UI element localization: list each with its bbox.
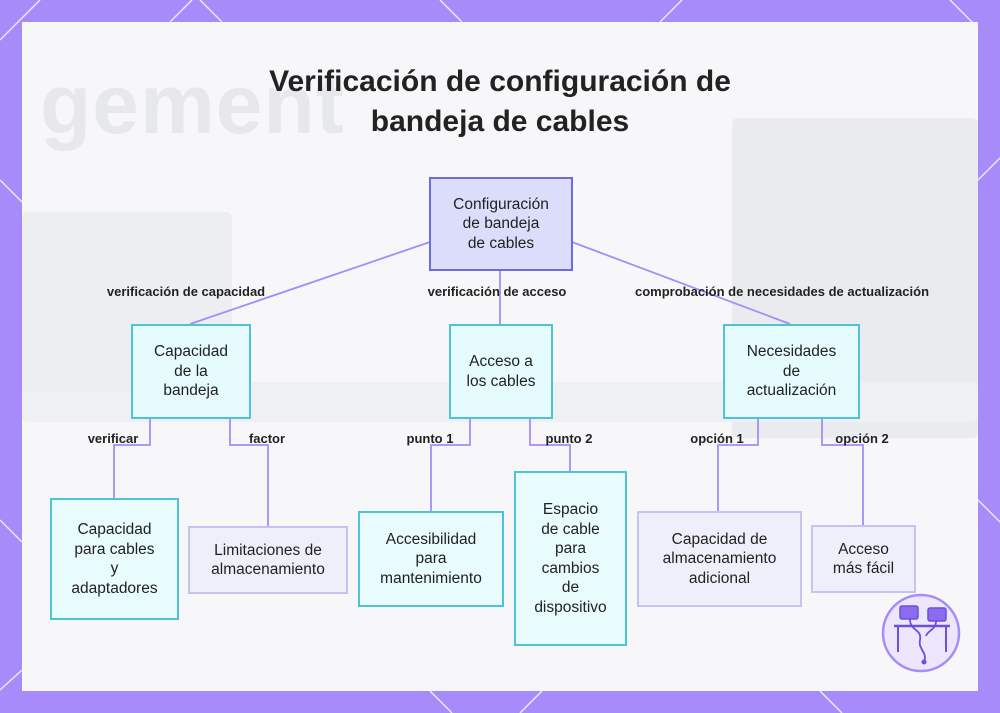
node-acceso-cables[interactable]: Acceso a los cables bbox=[449, 324, 553, 419]
edge-root-necesidades bbox=[571, 241, 791, 325]
node-espacio-cable-cambios[interactable]: Espacio de cable para cambios de disposi… bbox=[514, 471, 627, 646]
diagram-title: Verificación de configuración de bandeja… bbox=[22, 62, 978, 142]
edge-label-opcion-1: opción 1 bbox=[690, 431, 744, 446]
edge-acceso-punto2 bbox=[529, 418, 571, 472]
node-acceso-cables-label: Acceso a los cables bbox=[466, 353, 536, 390]
edge-label-verificar: verificar bbox=[87, 431, 139, 446]
node-capacidad-almacenamiento-adicional-label: Capacidad de almacenamiento adicional bbox=[662, 530, 777, 587]
node-capacidad-almacenamiento-adicional[interactable]: Capacidad de almacenamiento adicional bbox=[637, 511, 802, 607]
node-necesidades-actualizacion-label: Necesidades de actualización bbox=[746, 343, 837, 400]
node-acceso-mas-facil-label: Acceso más fácil bbox=[832, 540, 895, 578]
edge-label-factor: factor bbox=[248, 431, 286, 446]
node-limitaciones-almacenamiento-label: Limitaciones de almacenamiento bbox=[211, 541, 325, 579]
node-capacidad-cables-adaptadores-label: Capacidad para cables y adaptadores bbox=[71, 521, 158, 597]
node-acceso-mas-facil[interactable]: Acceso más fácil bbox=[811, 525, 916, 593]
edge-label-punto-2: punto 2 bbox=[545, 431, 593, 446]
node-limitaciones-almacenamiento[interactable]: Limitaciones de almacenamiento bbox=[188, 526, 348, 594]
edge-label-comprobacion-necesidades: comprobación de necesidades de actualiza… bbox=[634, 284, 930, 299]
node-capacidad-bandeja[interactable]: Capacidad de la bandeja bbox=[131, 324, 251, 419]
title-line-2: bandeja de cables bbox=[370, 105, 630, 138]
edge-label-punto-1: punto 1 bbox=[406, 431, 454, 446]
node-accesibilidad-mantenimiento[interactable]: Accesibilidad para mantenimiento bbox=[358, 511, 504, 607]
node-capacidad-bandeja-label: Capacidad de la bandeja bbox=[153, 343, 229, 400]
edge-necesidades-opcion1 bbox=[717, 418, 759, 512]
desk-workstation-icon bbox=[881, 593, 961, 673]
node-necesidades-actualizacion[interactable]: Necesidades de actualización bbox=[723, 324, 860, 419]
node-accesibilidad-mantenimiento-label: Accesibilidad para mantenimiento bbox=[380, 530, 482, 587]
node-root-label: Configuración de bandeja de cables bbox=[453, 195, 549, 252]
node-capacidad-cables-adaptadores[interactable]: Capacidad para cables y adaptadores bbox=[50, 498, 179, 620]
background-blur-text: gement bbox=[40, 57, 345, 151]
edge-root-capacidad bbox=[189, 241, 431, 325]
node-espacio-cable-cambios-label: Espacio de cable para cambios de disposi… bbox=[534, 501, 607, 616]
edge-label-opcion-2: opción 2 bbox=[835, 431, 889, 446]
edge-label-verificacion-acceso: verificación de acceso bbox=[427, 284, 567, 299]
node-root[interactable]: Configuración de bandeja de cables bbox=[429, 177, 573, 271]
edge-acceso-punto1 bbox=[430, 418, 471, 512]
edge-label-verificacion-capacidad: verificación de capacidad bbox=[106, 284, 266, 299]
edge-necesidades-opcion2 bbox=[821, 418, 864, 526]
edge-capacidad-factor bbox=[229, 418, 269, 527]
title-line-1: Verificación de configuración de bbox=[269, 65, 731, 98]
edge-capacidad-verificar bbox=[113, 418, 151, 499]
